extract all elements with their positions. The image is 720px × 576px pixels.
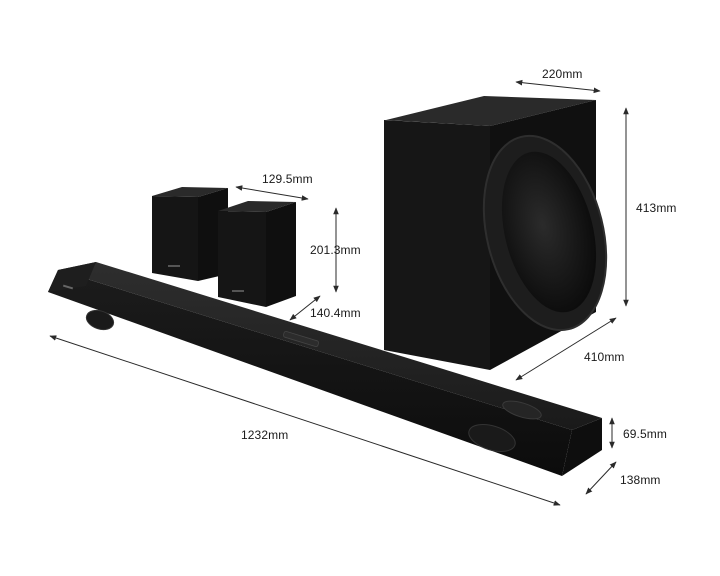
soundbar-left-end (48, 262, 96, 292)
rear-speaker-right (218, 201, 296, 307)
dimline-soundbar-depth (585, 461, 617, 495)
subwoofer-top (386, 96, 596, 126)
subwoofer-front (384, 120, 490, 370)
label-soundbar-depth: 138mm (620, 473, 661, 487)
subwoofer-driver-cone (501, 151, 597, 313)
soundbar-end (562, 418, 602, 476)
label-speaker-depth: 140.4mm (310, 306, 361, 320)
subwoofer (384, 96, 608, 370)
label-speaker-height: 201.3mm (310, 243, 361, 257)
label-soundbar-width: 1232mm (241, 428, 289, 442)
dimension-lines (49, 79, 629, 506)
label-speaker-width: 129.5mm (262, 172, 313, 186)
soundbar-driver-left (85, 309, 115, 331)
rear-speaker-left (152, 187, 228, 281)
label-subwoofer-height: 413mm (636, 201, 677, 215)
label-soundbar-height: 69.5mm (623, 427, 667, 441)
label-subwoofer-width: 220mm (542, 67, 583, 81)
dimline-subwoofer-width (515, 79, 601, 94)
label-subwoofer-depth: 410mm (584, 350, 625, 364)
dimline-soundbar-width (49, 335, 561, 506)
dimline-speaker-depth (289, 295, 321, 321)
dimline-speaker-width (235, 185, 309, 201)
